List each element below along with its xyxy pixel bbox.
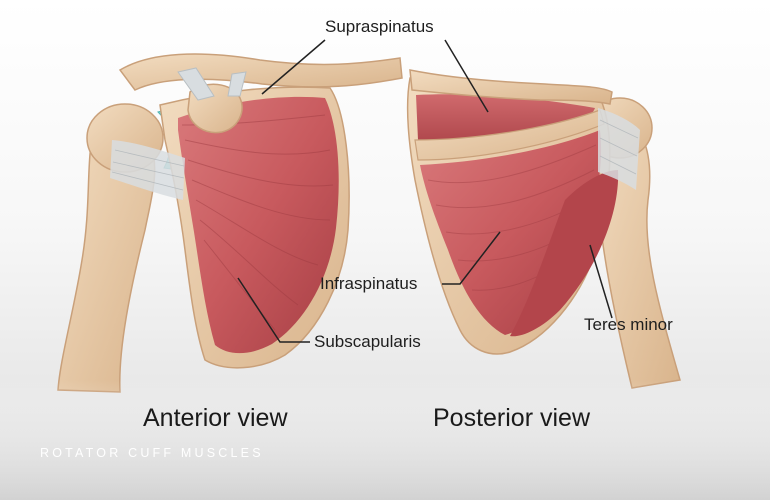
label-infraspinatus: Infraspinatus <box>320 274 418 293</box>
subscapularis-muscle <box>178 96 339 354</box>
teres-minor-muscle <box>510 170 619 337</box>
label-subscapularis: Subscapularis <box>314 332 421 351</box>
anterior-shoulder <box>57 53 403 393</box>
posterior-shoulder <box>406 69 681 389</box>
label-teres-minor: Teres minor <box>584 315 673 334</box>
infraspinatus-leader <box>442 231 501 285</box>
posterior-clavicle <box>409 69 613 105</box>
anterior-view-title: Anterior view <box>143 404 288 432</box>
posterior-view-title: Posterior view <box>433 404 590 432</box>
caption: ROTATOR CUFF MUSCLES <box>40 446 264 460</box>
posterior-capsule <box>598 108 640 190</box>
anterior-clavicle <box>118 53 403 91</box>
leader-lines <box>237 39 613 343</box>
supraspinatus-leader-anterior <box>261 39 326 95</box>
label-supraspinatus: Supraspinatus <box>325 17 434 36</box>
supraspinatus-leader-posterior <box>444 39 489 113</box>
bottom-band <box>0 380 770 500</box>
teres-minor-leader <box>589 244 613 319</box>
anterior-ligaments <box>177 67 247 101</box>
subscapularis-leader <box>237 277 310 343</box>
